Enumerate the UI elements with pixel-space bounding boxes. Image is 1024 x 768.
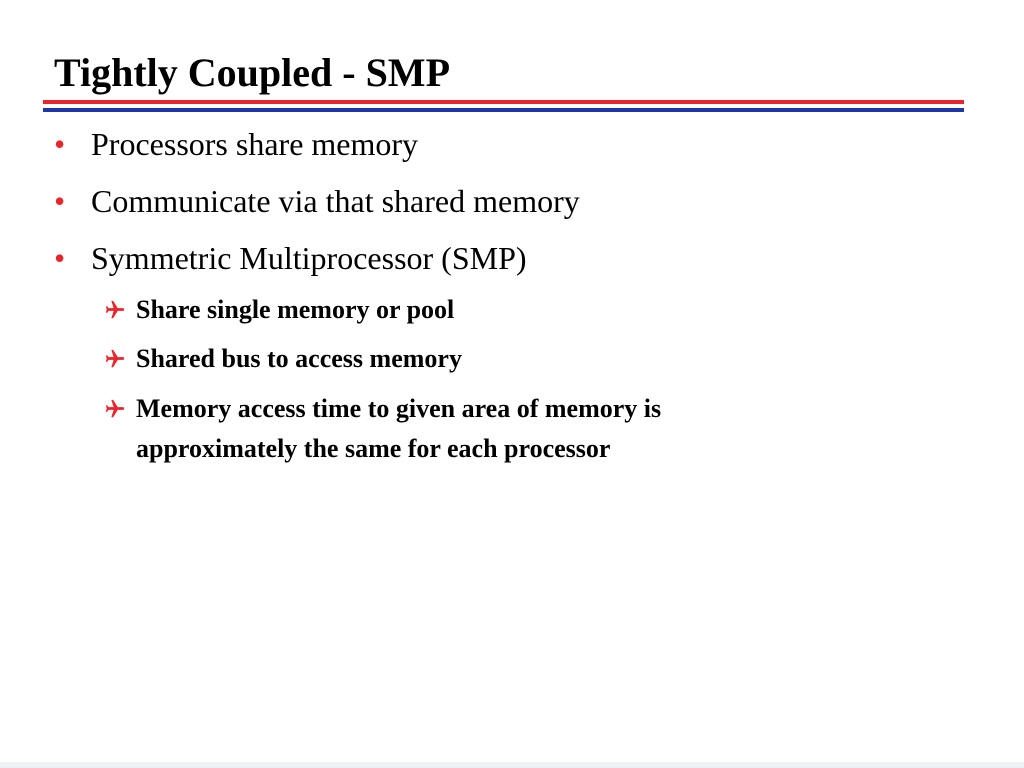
slide-title: Tightly Coupled - SMP bbox=[54, 50, 450, 95]
sub-bullet-item: Memory access time to given area of memo… bbox=[104, 389, 661, 469]
title-divider-blue bbox=[43, 108, 964, 112]
sub-bullet-text: Memory access time to given area of memo… bbox=[136, 389, 661, 469]
bullet-marker: • bbox=[54, 183, 66, 219]
bullet-marker: • bbox=[54, 240, 66, 276]
bullet-item: • Communicate via that shared memory bbox=[54, 181, 580, 221]
bullet-item: • Symmetric Multiprocessor (SMP) bbox=[54, 238, 527, 278]
sub-bullet-text-line1: Memory access time to given area of memo… bbox=[136, 394, 662, 423]
bullet-marker: • bbox=[54, 126, 66, 162]
sub-bullet-text-line2: approximately the same for each processo… bbox=[136, 434, 611, 463]
sub-bullet-text: Share single memory or pool bbox=[136, 295, 455, 324]
bottom-strip bbox=[0, 762, 1024, 768]
sub-bullet-item: Shared bus to access memory bbox=[104, 339, 462, 379]
airplane-icon bbox=[104, 389, 136, 429]
bullet-item: • Processors share memory bbox=[54, 124, 418, 164]
bullet-text: Communicate via that shared memory bbox=[91, 183, 580, 219]
bullet-text: Processors share memory bbox=[91, 126, 419, 162]
airplane-icon bbox=[104, 339, 136, 379]
sub-bullet-item: Share single memory or pool bbox=[104, 290, 454, 330]
bullet-text: Symmetric Multiprocessor (SMP) bbox=[91, 240, 527, 276]
airplane-icon bbox=[104, 290, 136, 330]
title-divider-red bbox=[43, 100, 964, 104]
sub-bullet-text: Shared bus to access memory bbox=[136, 344, 462, 373]
